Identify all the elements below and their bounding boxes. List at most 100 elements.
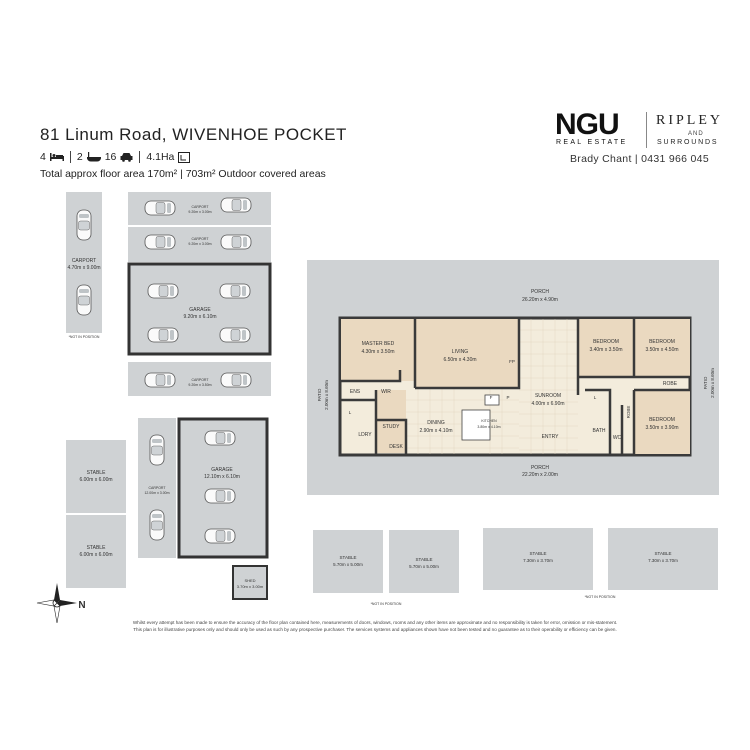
- stable-4: STABLE 5.70m x 5.00m: [389, 530, 459, 593]
- linen-2-label: L: [594, 395, 597, 400]
- spec-divider: [139, 151, 141, 163]
- garage-1-label: GARAGE: [189, 307, 211, 313]
- carport-4-dims: 9.20m x 3.50m: [188, 383, 211, 387]
- carport-3: CARPORT 9.20m x 3.00m: [128, 227, 271, 262]
- stable-6-label: STABLE: [655, 551, 672, 556]
- disclaimer-line-2: This plan is for illustrative purposes o…: [133, 626, 617, 632]
- car-icon: [120, 153, 133, 162]
- shed-label: SHED: [244, 578, 255, 583]
- stable-2-dims: 6.00m x 6.00m: [79, 552, 112, 558]
- car-count: 16: [104, 151, 117, 163]
- carport-1: CARPORT 4.70m x 9.00m: [66, 192, 102, 333]
- bath-count: 2: [76, 151, 83, 163]
- stable-4-dims: 5.70m x 5.00m: [409, 564, 439, 569]
- patio-right-label: PATIO: [703, 376, 708, 389]
- house-interior: [338, 316, 692, 457]
- garage-1-dims: 9.20m x 6.10m: [183, 314, 216, 320]
- bedroom-3-dims: 3.50m x 3.90m: [645, 425, 678, 431]
- entry-label: ENTRY: [542, 434, 560, 440]
- patio-left-dims: 2.00m x 8.60m: [324, 380, 329, 410]
- study-label: STUDY: [383, 424, 401, 430]
- porch-top-label: PORCH: [531, 289, 549, 295]
- bedroom-2-dims: 3.50m x 4.50m: [645, 347, 678, 353]
- stable-3-dims: 5.70m x 5.00m: [333, 562, 363, 567]
- linen-1-label: L: [349, 410, 352, 415]
- agent-contact: Brady Chant | 0431 966 045: [570, 153, 709, 165]
- patio-right-dims: 2.00m x 8.60m: [710, 368, 715, 398]
- porch-top-dims: 26.20m x 4.90m: [522, 297, 558, 303]
- bed-count: 4: [40, 151, 46, 163]
- shed: SHED 3.70m x 3.00m: [232, 565, 268, 600]
- property-address: 81 Linum Road, WIVENHOE POCKET: [40, 125, 347, 144]
- bath-icon: [86, 152, 101, 162]
- garage-2: GARAGE 12.10m x 6.10m: [177, 417, 269, 559]
- robe-2-label: ROBE: [626, 406, 631, 419]
- spec-divider: [69, 151, 71, 163]
- stable-4-label: STABLE: [416, 557, 433, 562]
- carport-5-label: CARPORT: [148, 486, 166, 490]
- bedroom-1-label: BEDROOM: [593, 339, 619, 345]
- not-in-position-note: *NOT IN POSITION: [69, 335, 100, 339]
- ldry-label: LDRY: [358, 432, 372, 438]
- master-bed-dims: 4.30m x 3.50m: [361, 349, 394, 355]
- carport-3-label: CARPORT: [191, 237, 209, 241]
- carport-2-dims: 9.20m x 3.00m: [188, 210, 211, 214]
- robe-1-label: ROBE: [663, 381, 678, 387]
- stable-3-label: STABLE: [340, 555, 357, 560]
- dining-dims: 2.90m x 4.10m: [419, 428, 452, 434]
- carport-1-dims: 4.70m x 9.00m: [67, 265, 100, 271]
- fp-label: FP: [509, 359, 515, 364]
- not-in-position-note-3: *NOT IN POSITION: [585, 595, 616, 599]
- carport-2: CARPORT 9.20m x 3.00m: [128, 192, 271, 225]
- kitchen-dims: 3.80m x 4.10m: [477, 425, 500, 429]
- bath-label: BATH: [593, 428, 606, 434]
- stable-3: STABLE 5.70m x 5.00m: [313, 530, 383, 593]
- land-size: 4.1Ha: [146, 151, 175, 163]
- kitchen-label: KITCHEN: [481, 419, 497, 423]
- garage-2-label: GARAGE: [211, 467, 233, 473]
- stable-5-dims: 7.30m x 3.70m: [523, 558, 553, 563]
- carport-4: CARPORT 9.20m x 3.50m: [128, 362, 271, 396]
- ripley-logo-and: AND: [688, 131, 704, 137]
- wir-label: WIR: [381, 389, 391, 395]
- bed-icon: [49, 153, 64, 161]
- porch-bottom-label: PORCH: [531, 465, 549, 471]
- sunroom-label: SUNROOM: [535, 393, 561, 399]
- stable-2: STABLE 6.00m x 6.00m: [66, 515, 126, 588]
- carport-4-label: CARPORT: [191, 378, 209, 382]
- carport-5: CARPORT 12.00m x 3.00m: [138, 418, 176, 558]
- stable-1-dims: 6.00m x 6.00m: [79, 477, 112, 483]
- carport-5-dims: 12.00m x 3.00m: [144, 491, 169, 495]
- ens-label: ENS: [350, 389, 361, 395]
- floor-area: Total approx floor area 170m² | 703m² Ou…: [40, 168, 326, 180]
- disclaimer-line-1: Whilst every attempt has been made to en…: [132, 620, 618, 625]
- living-dims: 6.50m x 4.30m: [443, 357, 476, 363]
- stable-1: STABLE 6.00m x 6.00m: [66, 440, 126, 513]
- bedroom-3-label: BEDROOM: [649, 417, 675, 423]
- stable-5-label: STABLE: [530, 551, 547, 556]
- porch-bottom-dims: 22.20m x 2.00m: [522, 472, 558, 478]
- ngu-logo: NGU: [555, 108, 620, 141]
- shed-dims: 3.70m x 3.00m: [237, 584, 264, 589]
- ripley-logo: RIPLEY: [656, 113, 723, 128]
- carport-1-label: CARPORT: [72, 258, 96, 264]
- land-icon: [178, 151, 191, 163]
- fridge-label: F: [490, 395, 493, 400]
- stable-6: STABLE 7.30m x 3.70m: [608, 528, 718, 590]
- stable-1-label: STABLE: [87, 470, 106, 476]
- pantry-label: P: [506, 395, 509, 400]
- garage-2-dims: 12.10m x 6.10m: [204, 474, 240, 480]
- not-in-position-note-2: *NOT IN POSITION: [371, 602, 402, 606]
- bedroom-2-label: BEDROOM: [649, 339, 675, 345]
- ripley-logo-sub: SURROUNDS: [657, 139, 719, 146]
- carport-2-label: CARPORT: [191, 205, 209, 209]
- compass-north: N: [78, 600, 85, 611]
- master-bed-label: MASTER BED: [362, 341, 395, 347]
- disclaimer: Whilst every attempt has been made to en…: [110, 620, 640, 633]
- compass-icon: [36, 583, 77, 624]
- logo-divider: [646, 112, 647, 148]
- ngu-logo-sub: REAL ESTATE: [556, 139, 628, 146]
- living-label: LIVING: [452, 349, 469, 355]
- stable-6-dims: 7.30m x 3.70m: [648, 558, 678, 563]
